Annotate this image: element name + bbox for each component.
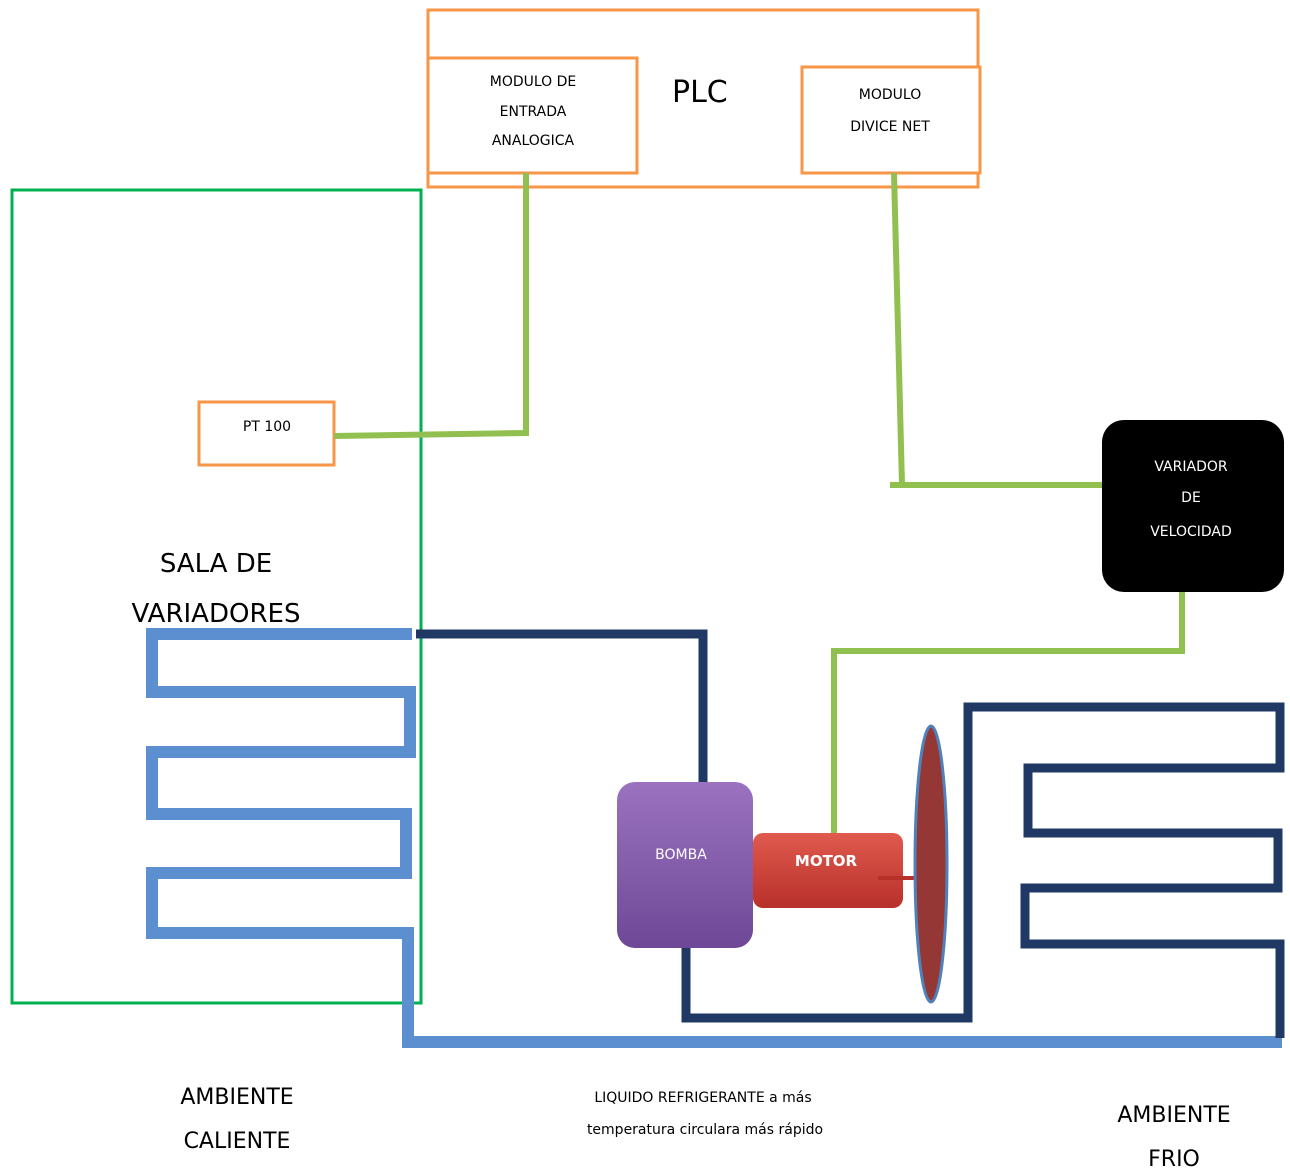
pump-supply-pipe [416,629,708,790]
pt100-signal-wire [333,173,529,439]
coolant-note-line2: temperatura circulara más rápido [587,1122,823,1138]
pump-return-pipe [681,702,1285,1038]
drive-label-line3: VELOCIDAD [1150,524,1232,540]
plc-title: PLC [672,75,728,110]
cold-env-line2: FRIO [1148,1147,1200,1172]
devicenet-module-line2: DIVICE NET [850,119,930,135]
hot-env-line1: AMBIENTE [180,1085,293,1110]
room-label-line2: VARIADORES [132,599,301,629]
motor-label: MOTOR [795,852,858,870]
analog-input-module-box [426,56,639,175]
drive-label-line1: VARIADOR [1154,459,1227,475]
devicenet-module-box [800,65,982,175]
fan-blade [913,724,949,1004]
cold-env-line1: AMBIENTE [1117,1103,1230,1128]
devicenet-signal-wire [891,172,1104,488]
room-label-line1: SALA DE [160,549,272,579]
hot-coil-pipe [146,628,1282,1048]
coolant-note-line1: LIQUIDO REFRIGERANTE a más [594,1090,811,1106]
analog-module-line3: ANALOGICA [492,133,575,149]
pt100-label: PT 100 [243,419,291,435]
pump-label: BOMBA [655,847,707,863]
analog-module-line1: MODULO DE [490,74,577,90]
motor-power-wire [831,590,1185,835]
hot-env-line2: CALIENTE [184,1129,291,1154]
pump-box [617,782,753,948]
motor-box [753,833,903,908]
analog-module-line2: ENTRADA [500,104,567,120]
speed-drive-box [1102,420,1284,592]
drive-label-line2: DE [1181,490,1201,506]
devicenet-module-line1: MODULO [859,87,921,103]
drive-room-border [10,188,423,1005]
